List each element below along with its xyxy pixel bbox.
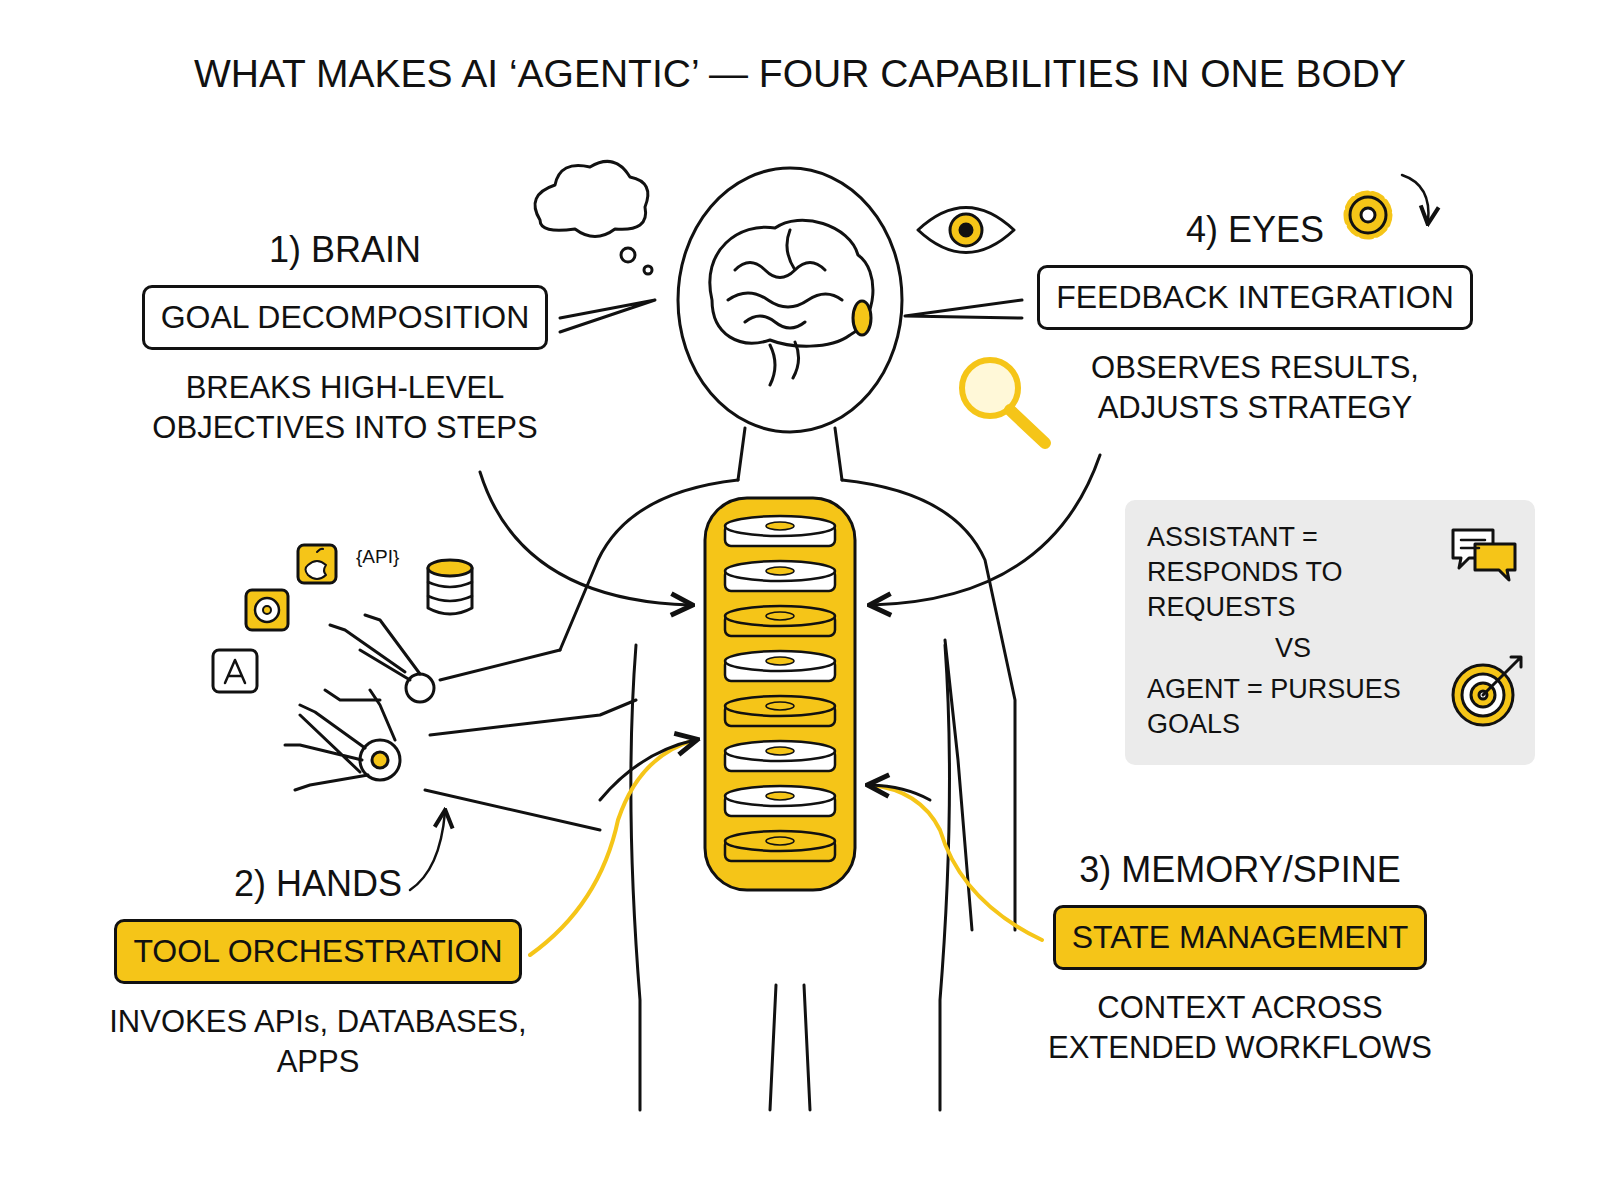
capability-description: CONTEXT ACROSS EXTENDED WORKFLOWS — [1020, 988, 1460, 1069]
spine-hole — [766, 747, 794, 755]
leader-arrow — [870, 785, 930, 800]
browser-icon — [246, 590, 288, 630]
callout-tail — [905, 300, 1022, 318]
capability-description: INVOKES APIs, DATABASES, APPS — [98, 1002, 538, 1083]
upper-arm — [430, 650, 636, 735]
leader-arrow — [480, 472, 690, 605]
spine — [705, 498, 855, 890]
lower-arm — [425, 790, 600, 830]
capability-box: TOOL ORCHESTRATION — [114, 919, 521, 983]
torso-left — [631, 645, 640, 1110]
eye-pupil — [960, 224, 972, 236]
leader-arrow — [600, 740, 695, 800]
spine-disc — [725, 696, 835, 716]
chat-icon — [1475, 544, 1515, 580]
title: WHAT MAKES AI ‘AGENTIC’ — FOUR CAPABILIT… — [0, 52, 1600, 96]
leader-line — [530, 740, 695, 955]
comparison-text: ASSISTANT = RESPONDS TO REQUESTS — [1147, 520, 1439, 625]
right-shoulder-arm — [842, 480, 1015, 930]
callout-tail — [560, 300, 655, 332]
capability-heading: 2) HANDS — [234, 862, 402, 905]
capability-box: STATE MANAGEMENT — [1053, 905, 1428, 969]
capability-callout: 1) BRAIN GOAL DECOMPOSITION BREAKS HIGH-LE… — [110, 228, 580, 448]
eye-iris — [950, 214, 982, 246]
database-icon — [428, 560, 472, 614]
thought-cloud — [535, 161, 648, 236]
spine-hole — [766, 567, 794, 575]
thought-dot — [644, 266, 652, 274]
torso-right — [940, 645, 949, 1110]
api-label: {API} — [356, 546, 399, 568]
spine-disc — [725, 561, 835, 581]
spine-hole — [766, 522, 794, 530]
spine-disc — [725, 516, 835, 536]
capability-callout: 2) HANDS TOOL ORCHESTRATION INVOKES APIs, … — [98, 862, 538, 1082]
legs — [770, 985, 810, 1110]
spine-hole — [766, 612, 794, 620]
leader-arrow — [872, 455, 1100, 605]
spine-disc — [725, 741, 835, 761]
capability-heading: 1) BRAIN — [269, 228, 421, 271]
eye-icon — [918, 208, 1014, 253]
thought-dot — [621, 248, 635, 262]
robot-hands — [285, 615, 434, 790]
capability-description: BREAKS HIGH-LEVEL OBJECTIVES INTO STEPS — [110, 368, 580, 449]
browser-glyph — [263, 606, 271, 614]
brain-folds — [728, 230, 842, 385]
magnifier-handle — [1010, 410, 1045, 443]
target-arrow — [1483, 657, 1521, 695]
capability-heading: 4) EYES — [1186, 208, 1324, 251]
head-outline — [678, 168, 902, 432]
panel-icons — [1445, 520, 1525, 740]
spine-disc — [725, 651, 835, 671]
comparison-panel: ASSISTANT = RESPONDS TO REQUESTS VS AGENT … — [1125, 500, 1535, 765]
comparison-text: AGENT = PURSUES GOALS — [1147, 672, 1439, 742]
capability-callout: 3) MEMORY/SPINE STATE MANAGEMENT CONTEXT A… — [1020, 848, 1460, 1068]
leader-line — [870, 785, 1042, 940]
store-icon — [213, 650, 257, 692]
capability-box: GOAL DECOMPOSITION — [142, 285, 549, 349]
spine-hole — [766, 837, 794, 845]
gear-arrow — [1402, 175, 1428, 222]
versus-label: VS — [1147, 631, 1439, 666]
ear — [853, 301, 871, 335]
spine-hole — [766, 792, 794, 800]
capability-box: FEEDBACK INTEGRATION — [1037, 265, 1473, 329]
browser-glyph — [255, 598, 279, 622]
chat-lines — [1461, 540, 1485, 548]
app-icon-glyph — [306, 549, 327, 579]
neck — [738, 428, 842, 480]
gear-icon — [1350, 197, 1386, 233]
spine-disc — [725, 606, 835, 626]
spine-disc — [725, 831, 835, 851]
app-icon — [298, 545, 336, 583]
capability-callout: 4) EYES FEEDBACK INTEGRATION OBSERVES RESU… — [1037, 208, 1473, 428]
small-arrow — [410, 812, 445, 890]
capability-heading: 3) MEMORY/SPINE — [1079, 848, 1400, 891]
spine-hole — [766, 657, 794, 665]
store-glyph — [225, 660, 245, 683]
spine-hole — [766, 702, 794, 710]
spine-disc — [725, 786, 835, 806]
capability-description: OBSERVES RESULTS, ADJUSTS STRATEGY — [1040, 348, 1470, 429]
gear-hole — [1361, 208, 1375, 222]
gear-teeth — [1348, 195, 1388, 235]
